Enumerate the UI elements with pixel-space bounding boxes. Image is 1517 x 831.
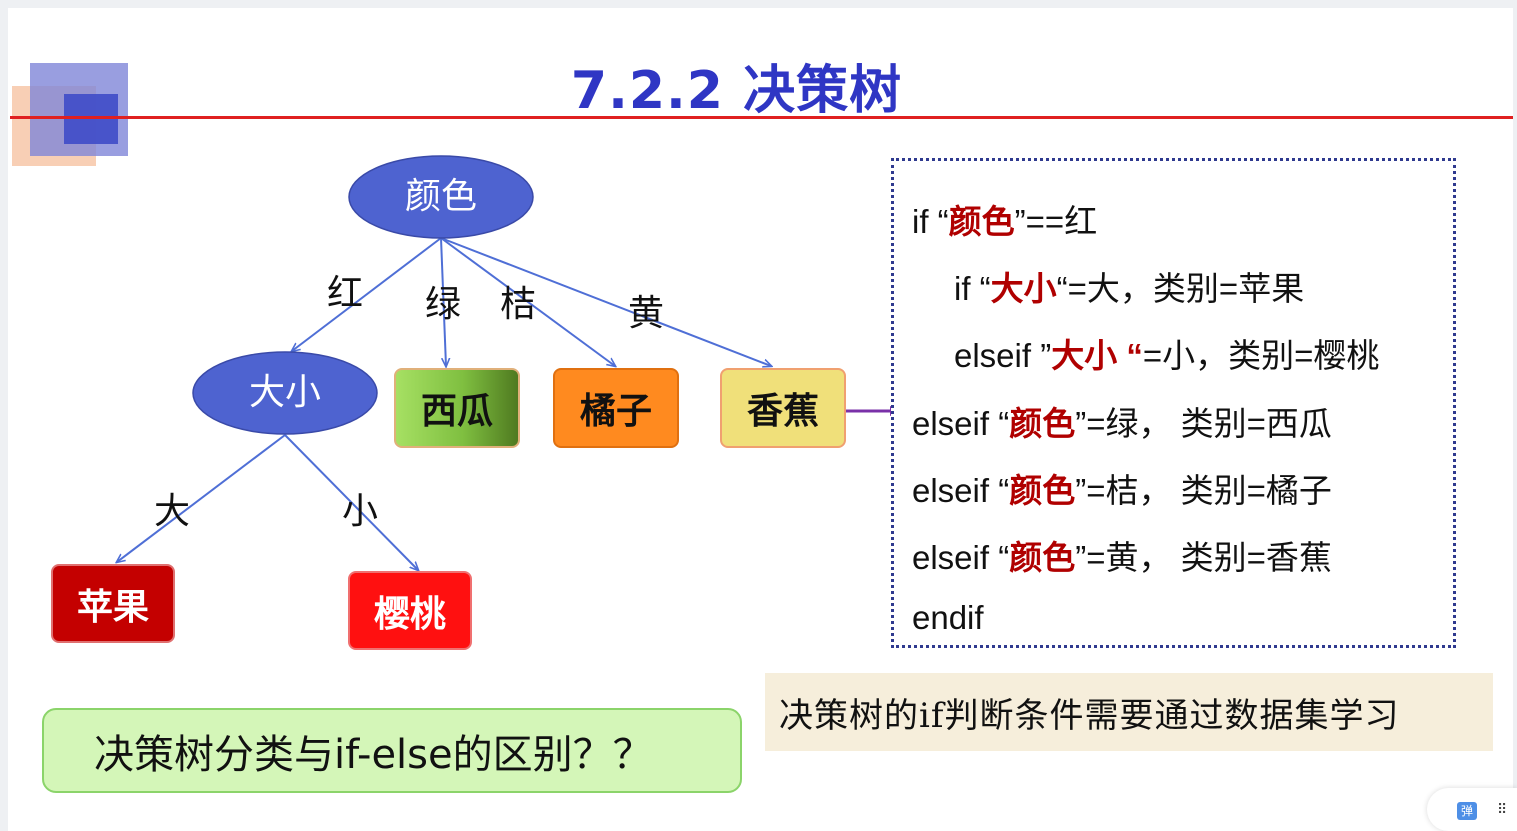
leaf-apple: 苹果 [51,564,175,643]
drag-handle-icon[interactable]: ⠿ [1497,802,1508,818]
title-divider [10,116,1513,119]
danmaku-icon[interactable]: 弹 [1457,802,1477,820]
node-color-ellipse [348,155,534,239]
code-line-4: elseif “颜色”=绿， 类别=西瓜 [912,405,1332,442]
leaf-watermelon: 西瓜 [394,368,520,448]
edge-label-orange: 桔 [500,284,537,325]
question-box: 决策树分类与if-else的区别？？ [42,708,742,793]
code-line-3: elseif ”大小 “=小，类别=樱桃 [954,337,1380,374]
edge-yellow [440,237,771,366]
code-line-2: if “大小“=大，类别=苹果 [954,270,1305,307]
edge-label-red: 红 [327,273,364,314]
node-size-ellipse [192,351,378,435]
edge-label-big: 大 [154,491,191,532]
code-line-5: elseif “颜色”=桔， 类别=橘子 [912,472,1332,509]
edge-big [117,434,286,562]
code-line-1: if “颜色”==红 [912,203,1098,240]
danmaku-toggle-button[interactable]: 弹 ⠿ [1427,788,1517,831]
code-box: if “颜色”==红 if “大小“=大，类别=苹果 elseif ”大小 “=… [891,158,1456,648]
leaf-cherry: 樱桃 [348,571,472,650]
node-size-label: 大小 [248,372,321,413]
leaf-banana: 香蕉 [720,368,846,448]
edge-orange [440,237,615,366]
leaf-orange: 橘子 [553,368,679,448]
node-color-label: 颜色 [404,176,477,217]
code-line-7: endif [912,599,984,636]
slide-title: 7.2.2 决策树 [570,61,903,121]
edge-label-yellow: 黄 [628,293,665,334]
edge-red [292,237,442,351]
decor-square-blue [64,94,118,144]
edge-green [440,237,446,366]
edge-label-small: 小 [342,491,379,532]
note-banner: 决策树的if判断条件需要通过数据集学习 [765,673,1493,751]
edge-small [284,434,418,570]
code-line-6: elseif “颜色”=黄， 类别=香蕉 [912,539,1332,576]
edge-label-green: 绿 [425,284,462,325]
